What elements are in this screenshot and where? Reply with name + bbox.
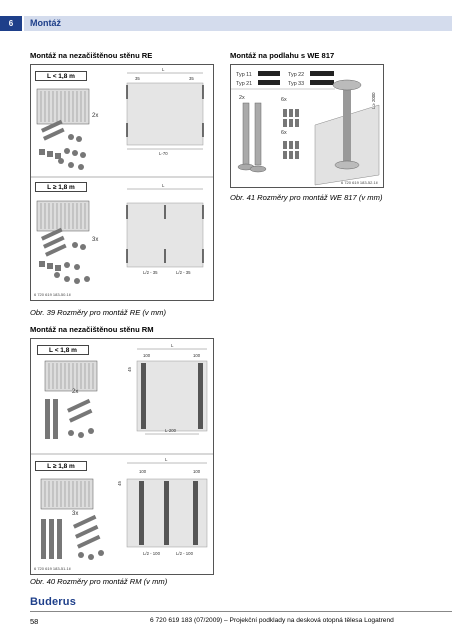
we-typ33: Typ 33 (288, 81, 305, 87)
rm-dim-L-long: L (165, 457, 168, 462)
rm-dim-100-b: 100 (193, 353, 201, 358)
we-mult-6x-b: 6x (281, 130, 287, 136)
caption-we: Obr. 41 Rozměry pro montáž WE 817 (v mm) (230, 193, 383, 202)
section-title-rm: Montáž na nezačištěnou stěnu RM (30, 325, 154, 334)
we-ref: 6 720 619 183-52.1il (341, 180, 378, 185)
rm-mult-short: 2x (72, 389, 79, 395)
rm-dim-L: L (171, 343, 174, 348)
re-dim-L-long: L (162, 183, 165, 188)
buderus-logo: Buderus (30, 596, 77, 608)
figure-re-drawing (31, 72, 213, 284)
rm-short-label: L < 1,8 m (37, 345, 89, 355)
figure-re: L < 1,8 m 2x L 35 35 L-70 L ≥ 1,8 m 3x L… (30, 64, 214, 301)
re-dim-35-a: 35 (135, 76, 140, 81)
footer-rule (30, 611, 452, 612)
page-number: 58 (30, 617, 39, 626)
rm-dim-45: 45 (126, 367, 132, 372)
rm-dim-half-b: L/2 - 100 (176, 551, 193, 556)
figure-rm-drawing (31, 348, 213, 560)
re-dim-half-b: L/2 - 35 (176, 270, 191, 275)
figure-rm: L < 1,8 m 2x L 100 100 45 L-200 L ≥ 1,8 … (30, 338, 214, 575)
chapter-number: 6 (0, 16, 22, 31)
rm-dim-100-a: 100 (143, 353, 151, 358)
we-typ21: Typ 21 (236, 81, 253, 87)
re-short-label: L < 1,8 m (35, 71, 87, 81)
section-title-re: Montáž na nezačištěnou stěnu RE (30, 51, 153, 60)
rm-ref: 6 720 619 183-51.1il (34, 566, 71, 571)
figure-we-drawing (231, 71, 380, 186)
caption-rm: Obr. 40 Rozměry pro montáž RM (v mm) (30, 577, 168, 586)
section-title-we: Montáž na podlahu s WE 817 (230, 51, 335, 60)
rm-dim-100-d: 100 (193, 469, 201, 474)
rm-mult-long: 3x (72, 511, 79, 517)
caption-re: Obr. 39 Rozměry pro montáž RE (v mm) (30, 308, 167, 317)
we-mult-6x-a: 6x (281, 97, 287, 103)
we-mult-2x: 2x (239, 95, 245, 101)
rm-dim-45-long: 45 (116, 481, 122, 486)
re-ref: 6 720 619 183-50.1il (34, 292, 71, 297)
re-dim-half-a: L/2 - 35 (143, 270, 158, 275)
chapter-bar (24, 16, 452, 31)
re-dim-L: L (162, 67, 165, 72)
rm-dim-100-c: 100 (139, 469, 147, 474)
we-typ11: Typ 11 (236, 72, 252, 78)
re-mult-short: 2x (92, 113, 99, 119)
we-dim-2000: L ≥ 2000 (371, 92, 376, 109)
rm-dim-L200: L-200 (165, 428, 176, 433)
re-long-label: L ≥ 1,8 m (35, 182, 87, 192)
chapter-title: Montáž (30, 18, 61, 28)
re-dim-L70: L-70 (159, 151, 168, 156)
footer-doc: 6 720 619 183 (07/2009) – Projekční podk… (150, 617, 394, 624)
re-mult-long: 3x (92, 237, 99, 243)
rm-dim-half-a: L/2 - 100 (143, 551, 160, 556)
we-typ22: Typ 22 (288, 72, 305, 78)
re-dim-35-b: 35 (189, 76, 194, 81)
figure-we: Typ 11 Typ 21 Typ 22 Typ 33 2x 6x 6x L ≥… (230, 64, 384, 188)
rm-long-label: L ≥ 1,8 m (35, 461, 87, 471)
